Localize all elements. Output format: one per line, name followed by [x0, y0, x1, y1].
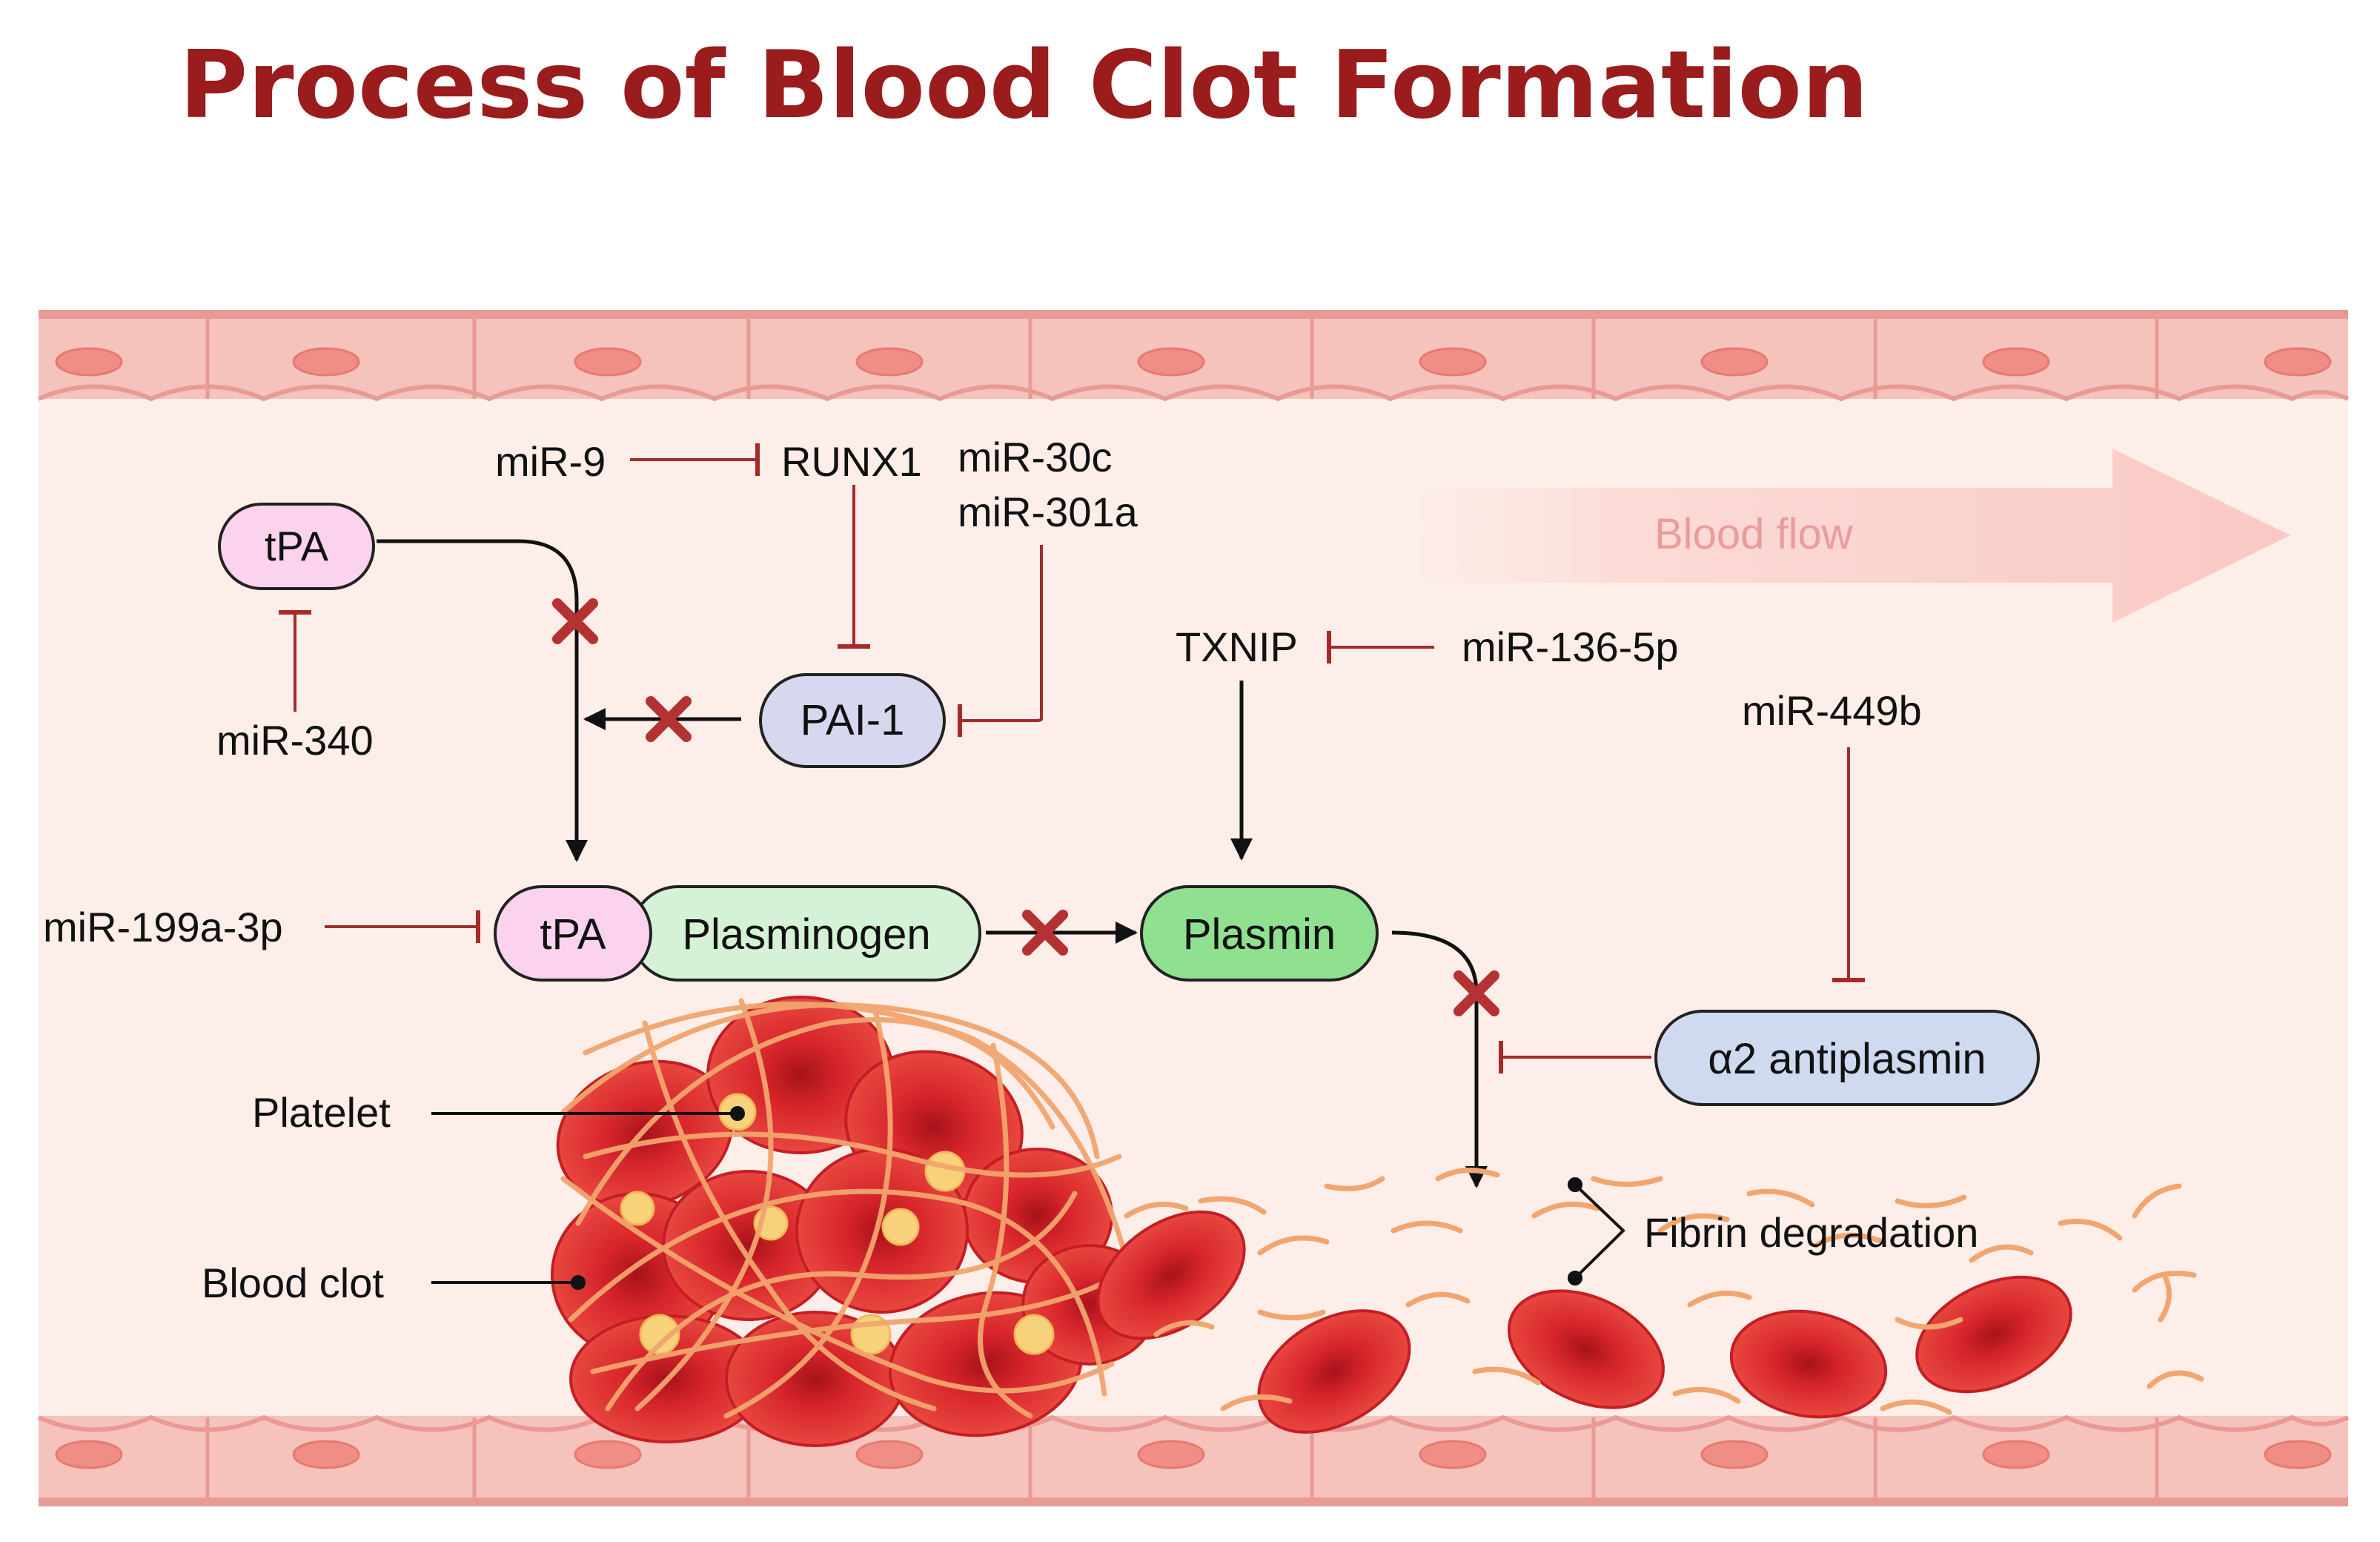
label-blood-clot: Blood clot — [202, 1260, 384, 1306]
label-runx1: RUNX1 — [781, 438, 922, 485]
node-pai1-label: PAI-1 — [800, 696, 905, 744]
label-mir136: miR-136-5p — [1462, 623, 1679, 670]
block-x-plasmin-path — [1453, 970, 1499, 1016]
fibrin-fragments — [1124, 1168, 2204, 1415]
block-x-tpa-path — [552, 598, 598, 644]
vessel-wall-top — [37, 310, 2350, 402]
label-mir301a: miR-301a — [958, 489, 1138, 535]
label-mir199: miR-199a-3p — [43, 904, 283, 950]
node-plasmin: Plasmin — [1140, 885, 1379, 982]
label-mir449b: miR-449b — [1742, 687, 1922, 734]
node-plasminogen: Plasminogen — [630, 885, 981, 982]
node-plasmin-label: Plasmin — [1183, 910, 1336, 959]
blood-clot-illustration — [551, 996, 1158, 1447]
block-x-pai1-path — [646, 696, 692, 742]
node-plasminogen-label: Plasminogen — [682, 910, 930, 959]
page-title: Process of Blood Clot Formation — [179, 30, 1869, 139]
block-x-plasminogen-path — [1022, 910, 1068, 956]
node-tpa-complex: tPA — [494, 885, 652, 982]
label-mir9: miR-9 — [495, 438, 606, 485]
inhibition-lines — [279, 443, 1865, 1073]
node-antiplasmin: α2 antiplasmin — [1654, 1010, 2040, 1106]
regulator-labels: miR-9 RUNX1 miR-30c miR-301a miR-340 TXN… — [43, 434, 1922, 950]
node-pai1: PAI-1 — [759, 673, 946, 768]
clot-fibrin-mesh — [560, 998, 1130, 1419]
label-mir340: miR-340 — [216, 717, 374, 764]
label-txnip: TXNIP — [1176, 623, 1298, 670]
node-tpa-complex-label: tPA — [540, 910, 606, 959]
blood-flow-label: Blood flow — [1654, 510, 1854, 558]
node-tpa-top-label: tPA — [265, 523, 329, 569]
block-x-marks — [552, 598, 1499, 1016]
node-antiplasmin-label: α2 antiplasmin — [1708, 1035, 1986, 1083]
label-platelet: Platelet — [252, 1089, 391, 1136]
node-tpa-top: tPA — [218, 503, 375, 590]
vessel-wall-bottom — [37, 1414, 2350, 1506]
structure-labels: Platelet Blood clot Fibrin degradation — [202, 1089, 1978, 1306]
pointer-lines — [431, 1106, 1625, 1290]
clot-platelets — [620, 1093, 1055, 1355]
label-fibrin-degradation: Fibrin degradation — [1644, 1209, 1978, 1256]
blood-flow-arrow: Blood flow — [1408, 449, 2290, 623]
free-rbcs — [1096, 1210, 2072, 1434]
label-mir30c: miR-30c — [958, 434, 1112, 480]
